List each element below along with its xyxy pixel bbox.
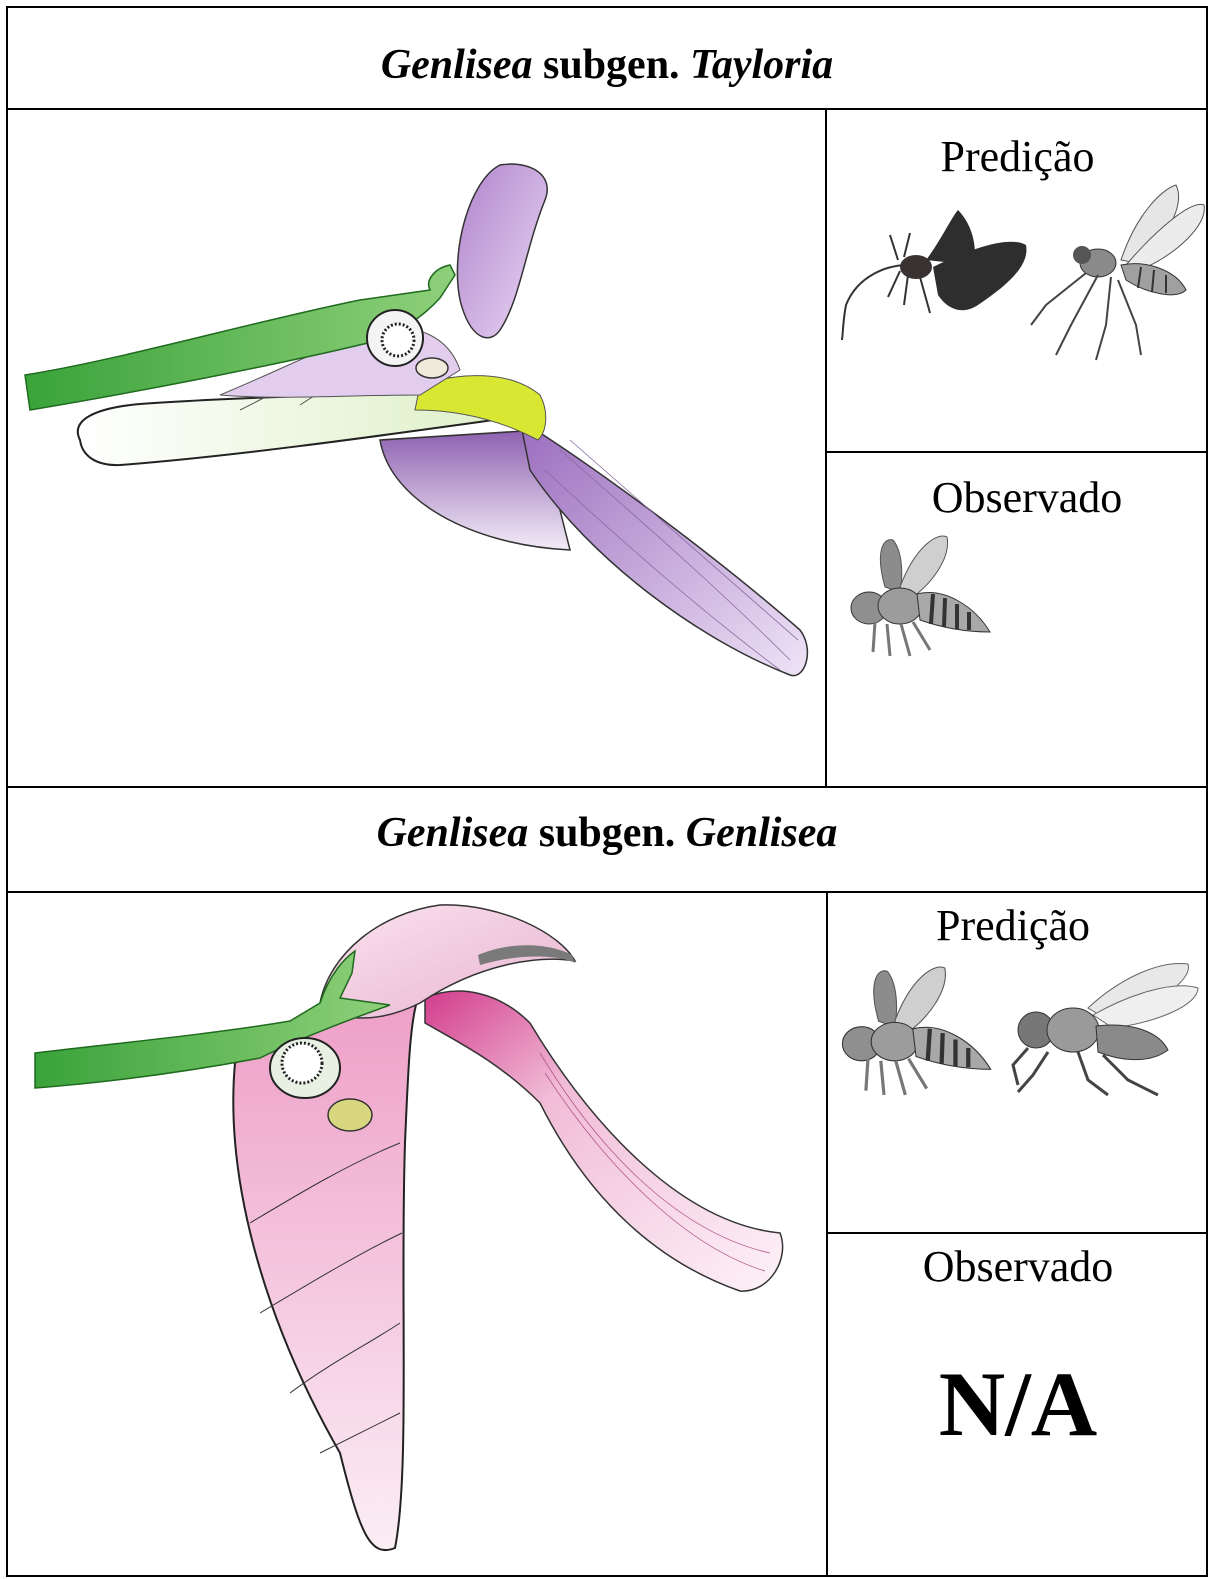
- observed-not-available: N/A: [828, 1358, 1208, 1450]
- divider: [6, 786, 1208, 788]
- title-subgenus: Genlisea: [686, 810, 838, 856]
- title-genus: Genlisea: [377, 810, 529, 856]
- fly-icon: [1026, 185, 1206, 360]
- observed-label: Observado: [827, 476, 1216, 520]
- tayloria-flower-illustration: [0, 0, 826, 786]
- fly-icon: [1008, 960, 1200, 1105]
- bee-icon: [836, 962, 996, 1102]
- panel-title-genlisea: Genlisea subgen. Genlisea: [8, 812, 1206, 854]
- genlisea-flower-illustration: [0, 893, 826, 1577]
- divider: [826, 1232, 1208, 1234]
- predicted-label: Predição: [828, 904, 1198, 948]
- divider: [825, 451, 1208, 453]
- moth-icon: [838, 205, 1028, 350]
- divider: [826, 891, 828, 1577]
- bee-icon: [845, 532, 995, 662]
- predicted-label: Predição: [827, 135, 1208, 179]
- title-rank: subgen.: [528, 810, 686, 856]
- observed-label: Observado: [828, 1245, 1208, 1289]
